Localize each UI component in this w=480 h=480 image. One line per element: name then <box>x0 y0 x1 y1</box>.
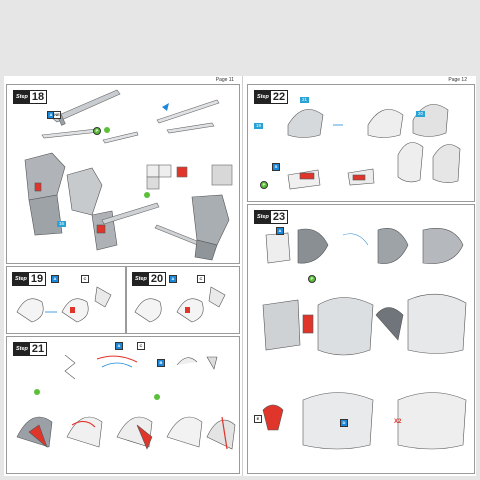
chip-a: A <box>169 275 177 283</box>
step-label: Step <box>14 91 30 103</box>
step-number: 23 <box>272 211 286 223</box>
chip-a: A <box>51 275 59 283</box>
chip-p: P <box>308 275 316 283</box>
sword-bottom-assembly <box>101 202 208 249</box>
callout-19: 19 <box>254 123 264 129</box>
chip-a: A <box>276 227 284 235</box>
page-number-left: Page 11 <box>215 77 234 83</box>
step-22-panel: Step 22 21 20 19 S <box>247 84 475 202</box>
box-pieces <box>146 164 233 190</box>
chip-b: B <box>157 359 165 367</box>
step-label: Step <box>133 273 149 285</box>
step-21-badge: Step 21 <box>13 342 48 356</box>
step-23-panel: Step 23 <box>247 204 475 474</box>
step-23-badge: Step 23 <box>254 210 289 224</box>
step-23-illustration <box>262 228 467 450</box>
step-number: 20 <box>150 273 164 285</box>
chip-c: C <box>197 275 205 283</box>
chip-c: C <box>81 275 89 283</box>
glue-point <box>144 192 150 198</box>
instruction-sheet: Page 11 Step 18 <box>4 76 476 476</box>
glue-point <box>104 127 110 133</box>
step-21-panel: Step 21 <box>6 336 240 474</box>
chip-d: D <box>340 419 348 427</box>
torso-assembly <box>24 152 118 251</box>
page-12: Page 12 Step 22 <box>242 76 477 476</box>
step-22-badge: Step 22 <box>254 90 289 104</box>
step-18-badge: Step 18 <box>13 90 48 104</box>
step-number: 18 <box>31 91 45 103</box>
chip-p: P <box>260 181 268 189</box>
step-18-illustration <box>24 89 233 261</box>
step-19-badge: Step 19 <box>12 272 47 286</box>
step-label: Step <box>255 211 271 223</box>
arrow-step18a <box>162 103 169 111</box>
step-label: Step <box>13 273 29 285</box>
step-22-illustration <box>287 104 461 190</box>
step-20-badge: Step 20 <box>132 272 167 286</box>
step-label: Step <box>14 343 30 355</box>
step-number: 22 <box>272 91 286 103</box>
step-20-illustration <box>134 286 226 323</box>
callout-21: 21 <box>300 97 310 103</box>
step-18-panel: Step 18 <box>6 84 240 264</box>
callout-20: 20 <box>416 111 426 117</box>
callout-16: 16 <box>57 221 67 227</box>
step-21-illustration <box>16 354 236 450</box>
page-number-right: Page 12 <box>448 77 467 83</box>
step-number: 19 <box>30 273 44 285</box>
chip-ne: NE <box>53 111 61 119</box>
multiplier-label: X2 <box>394 419 402 425</box>
step-label: Step <box>255 91 271 103</box>
chip-p: P <box>93 127 101 135</box>
step-19-illustration <box>16 286 112 323</box>
chip-e: E <box>254 415 262 423</box>
page-11: Page 11 Step 18 <box>4 76 240 476</box>
sword-part-top <box>51 89 121 126</box>
chip-c: C <box>137 342 145 350</box>
step-number: 21 <box>31 343 45 355</box>
chip-s: S <box>272 163 280 171</box>
robot-side-assembly <box>191 194 230 261</box>
step-19-panel: Step 19 A C <box>6 266 126 334</box>
step-20-panel: Step 20 A C <box>126 266 240 334</box>
chip-a: A <box>115 342 123 350</box>
sword-piece-flat <box>41 99 220 144</box>
